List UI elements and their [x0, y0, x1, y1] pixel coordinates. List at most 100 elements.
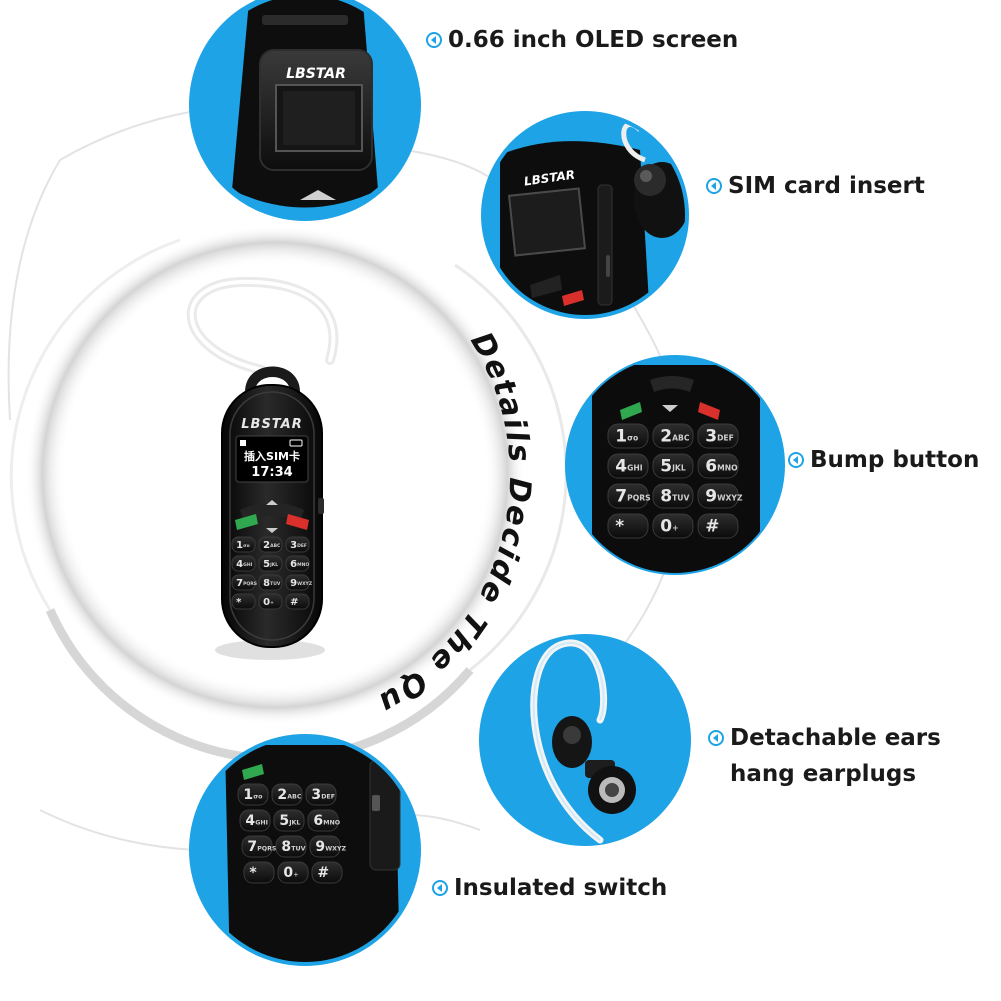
keypad-key-letters: JKL: [269, 562, 278, 568]
keypad-key: [697, 513, 739, 539]
keypad-key-digit: 5: [660, 456, 672, 476]
feature-label-ears-text-line2: hang earplugs: [730, 761, 917, 787]
circle-arrow-left-icon: [432, 880, 448, 896]
detail-circle-ears: [479, 634, 691, 846]
keypad-key-digit: 2: [277, 787, 287, 803]
keypad-key-digit: #: [317, 865, 329, 881]
keypad-key-digit: 3: [311, 787, 321, 803]
keypad-key: [285, 574, 310, 591]
keypad-key: [652, 453, 694, 479]
keypad-key-digit: 8: [281, 839, 291, 855]
keypad-key: [258, 536, 283, 553]
feature-label-oled: 0.66 inch OLED screen: [426, 22, 738, 58]
keypad-key-letters: WXYZ: [297, 581, 313, 587]
keypad-key-letters: DEF: [297, 543, 307, 549]
keypad-key: [271, 783, 303, 806]
keypad-key-letters: +: [270, 600, 274, 606]
keypad-key-digit: 5: [279, 813, 289, 829]
keypad-key-digit: #: [705, 516, 719, 536]
keypad-key-digit: 8: [263, 578, 270, 589]
keypad-key: [237, 783, 269, 806]
keypad-key: [285, 593, 310, 610]
keypad-key-digit: 6: [705, 456, 717, 476]
keypad-key-letters: GHI: [243, 562, 252, 568]
feature-label-oled-text: 0.66 inch OLED screen: [448, 27, 739, 53]
center-phone-screen: [235, 435, 309, 483]
keypad-key: [305, 783, 337, 806]
keypad-key: [607, 513, 649, 539]
feature-label-ears-text-line1: Detachable ears: [730, 725, 941, 751]
keypad-key-letters: DEF: [717, 433, 734, 442]
keypad-key-digit: 4: [615, 456, 627, 476]
keypad-key: [275, 835, 307, 858]
circle-arrow-left-icon: [426, 32, 442, 48]
keypad-key-letters: DEF: [321, 793, 335, 800]
keypad-key-letters: TUV: [270, 581, 281, 587]
keypad-key: [231, 536, 256, 553]
keypad-key-letters: MNO: [717, 463, 738, 472]
keypad-key-digit: 2: [660, 426, 672, 446]
feature-label-bump: Bump button: [788, 442, 979, 478]
keypad-key-digit: 2: [263, 540, 270, 551]
keypad-key-letters: σο: [253, 793, 263, 800]
keypad-key: [309, 835, 341, 858]
keypad-key-digit: 3: [705, 426, 717, 446]
feature-label-switch-text: Insulated switch: [454, 875, 668, 901]
keypad-key-letters: TUV: [291, 845, 305, 852]
keypad-key-digit: 4: [245, 813, 255, 829]
keypad-key: [285, 555, 310, 572]
keypad-key: [277, 861, 309, 884]
feature-label-sim-text: SIM card insert: [728, 173, 925, 199]
keypad-key: [243, 861, 275, 884]
keypad-key: [697, 453, 739, 479]
keypad-key: [652, 513, 694, 539]
keypad-key-digit: 1: [615, 426, 627, 446]
keypad-key-letters: PQRS: [243, 581, 257, 587]
keypad-key-digit: 7: [615, 486, 627, 506]
keypad-key-digit: 9: [290, 578, 297, 589]
keypad-key-letters: GHI: [627, 463, 643, 472]
center-phone-screen-time: 17:34: [251, 465, 292, 480]
circle-arrow-left-icon: [706, 178, 722, 194]
keypad-key: [652, 423, 694, 449]
feature-label-switch: Insulated switch: [432, 870, 667, 906]
keypad-key-digit: 1: [236, 540, 243, 551]
keypad-key-letters: σο: [243, 544, 250, 549]
detail-circle-sim: LBSTAR: [481, 111, 689, 319]
keypad-key-digit: *: [615, 516, 624, 536]
keypad-key: [697, 483, 739, 509]
keypad-key-digit: 9: [315, 839, 325, 855]
center-phone-screen-line1: 插入SIM卡: [244, 449, 300, 463]
keypad-key-digit: 1: [243, 787, 253, 803]
keypad-key-letters: σο: [627, 433, 638, 442]
keypad-key-digit: 0: [283, 865, 293, 881]
keypad-key-letters: ABC: [672, 433, 690, 442]
keypad-key-digit: *: [249, 865, 257, 881]
keypad-key: [258, 574, 283, 591]
keypad-key: [697, 423, 739, 449]
keypad-key: [607, 483, 649, 509]
center-phone-brand: LBSTAR: [241, 417, 303, 432]
keypad-key: [231, 593, 256, 610]
keypad-key: [311, 861, 343, 884]
keypad-key-letters: JKL: [671, 463, 686, 472]
keypad-key: [241, 835, 273, 858]
keypad-key-digit: 7: [247, 839, 257, 855]
keypad-key-letters: WXYZ: [717, 493, 743, 502]
keypad-key: [239, 809, 271, 832]
keypad-key: [607, 423, 649, 449]
keypad-key-letters: JKL: [288, 819, 300, 826]
keypad-key: [652, 483, 694, 509]
keypad-key-digit: 8: [660, 486, 672, 506]
keypad-key-letters: MNO: [297, 562, 309, 568]
keypad-key-letters: PQRS: [257, 845, 277, 852]
keypad-key-letters: +: [672, 523, 678, 532]
keypad-key-digit: 6: [313, 813, 323, 829]
